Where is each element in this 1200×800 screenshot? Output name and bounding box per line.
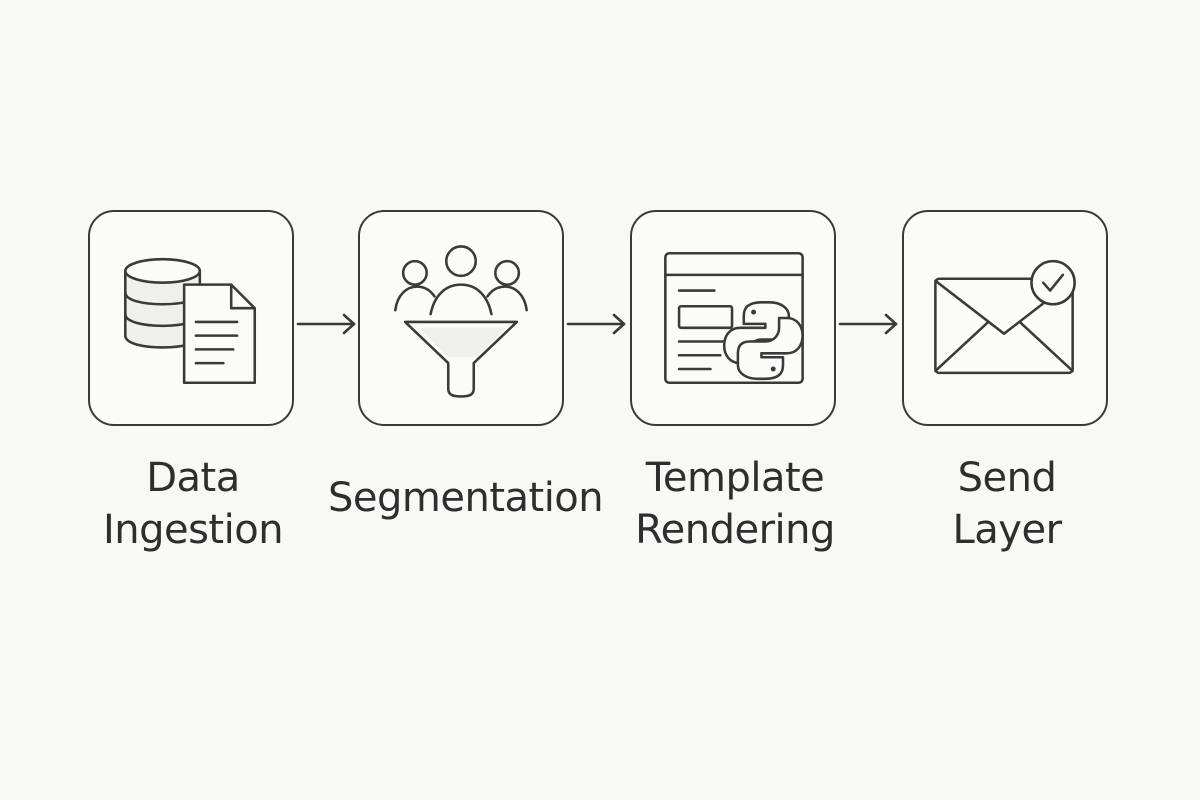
step-label-line: Rendering <box>635 507 835 553</box>
step-label-line: Template <box>645 455 825 501</box>
step-box <box>88 210 294 426</box>
step-box <box>630 210 836 426</box>
step-label: Send Layer <box>872 452 1142 556</box>
step-box <box>902 210 1108 426</box>
users-funnel-icon <box>394 245 528 398</box>
envelope-check-icon <box>934 259 1076 375</box>
step-label: Segmentation <box>328 472 604 524</box>
arrow-right-icon <box>296 313 356 335</box>
step-label-line: Data <box>146 455 240 501</box>
step-label-line: Send <box>957 455 1057 501</box>
step-label-line: Segmentation <box>328 475 604 521</box>
step-label-line: Layer <box>952 507 1062 553</box>
arrow-right-icon <box>838 313 898 335</box>
database-document-icon <box>124 257 257 384</box>
step-label: Template Rendering <box>600 452 870 556</box>
step-label: Data Ingestion <box>58 452 328 556</box>
step-label-line: Ingestion <box>102 507 284 553</box>
template-python-icon <box>664 252 804 384</box>
step-box <box>358 210 564 426</box>
arrow-right-icon <box>566 313 626 335</box>
